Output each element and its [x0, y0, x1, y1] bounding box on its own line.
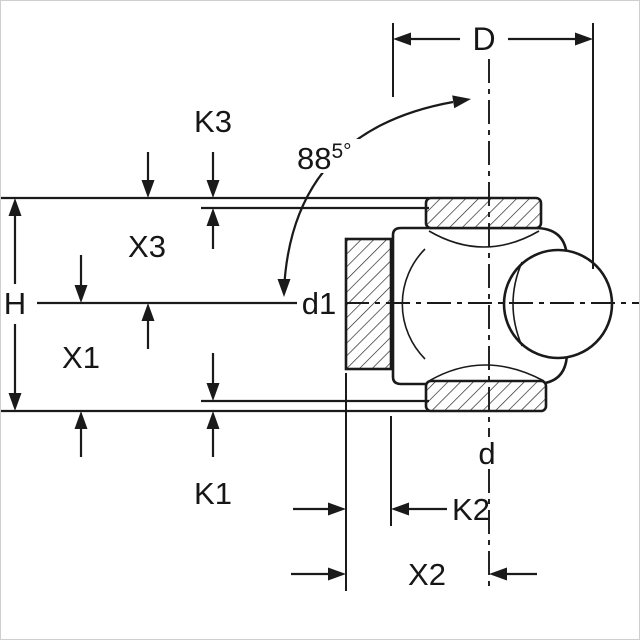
- arrow-K1-up: [206, 411, 220, 429]
- angle-label-backing: [293, 139, 367, 173]
- dim-label-D: D: [472, 21, 495, 57]
- dim-label-X2: X2: [408, 557, 446, 592]
- side-outlet-circle: [502, 248, 614, 360]
- dim-label-K2: K2: [452, 492, 490, 527]
- arrow-angle-top: [452, 95, 471, 109]
- bottom-clamp-ring-section: [424, 379, 548, 413]
- dim-label-H: H: [4, 286, 26, 321]
- arrow-K3-down: [206, 180, 220, 198]
- dim-label-X1: X1: [62, 340, 100, 375]
- arrow-H-top: [8, 198, 22, 216]
- dim-label-d: d: [478, 436, 495, 471]
- dim-label-X3: X3: [128, 229, 166, 264]
- ball-arc-bottom: [428, 364, 545, 382]
- arrow-X2-right: [489, 567, 507, 581]
- arrow-X3-down: [141, 180, 155, 198]
- dim-label-d1: d1: [302, 286, 336, 321]
- top-clamp-ring-section: [424, 196, 543, 230]
- arrow-K1-down: [206, 383, 220, 401]
- arrow-D-left: [393, 32, 411, 46]
- dim-label-K3: K3: [194, 104, 232, 139]
- arrow-H-bottom: [8, 393, 22, 411]
- arrow-K2-right: [391, 502, 409, 516]
- ball-arc-top: [428, 230, 540, 248]
- arrow-K3-up: [206, 208, 220, 226]
- arrow-X3-up: [141, 303, 155, 321]
- dim-label-K1: K1: [194, 476, 232, 511]
- arrow-X1-up: [74, 411, 88, 429]
- arrow-X1-down: [74, 285, 88, 303]
- socket-mouth-arc: [401, 248, 426, 360]
- angle-label-base: 88: [297, 141, 331, 176]
- side-flange-section: [344, 237, 393, 371]
- arrow-D-right: [575, 32, 593, 46]
- angle-label: 885°: [297, 140, 352, 176]
- angle-label-sup: 5°: [331, 140, 351, 163]
- arrow-K2-left: [328, 502, 346, 516]
- arrow-angle-bottom: [277, 279, 291, 297]
- side-outlet-inner-arc: [512, 261, 523, 347]
- arrow-X2-left: [328, 567, 346, 581]
